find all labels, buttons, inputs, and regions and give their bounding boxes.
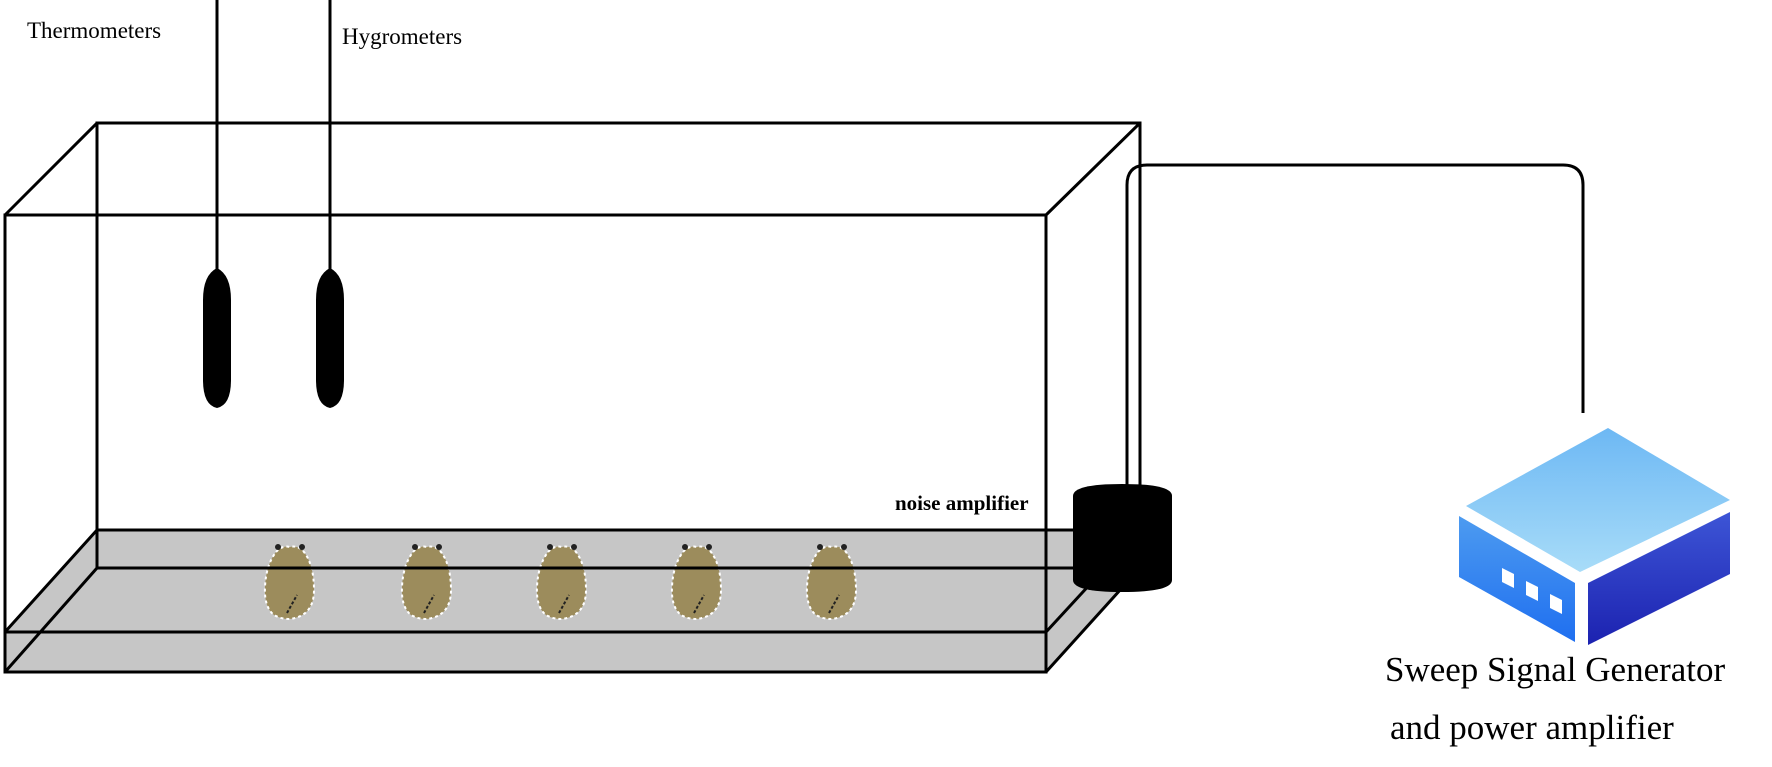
hygrometer xyxy=(316,0,344,408)
insect-icon xyxy=(670,544,723,620)
hygrometer-icon xyxy=(316,268,344,408)
insects xyxy=(263,544,858,620)
chamber-outline xyxy=(3,121,1142,674)
insect-icon xyxy=(805,544,858,620)
signal-generator-label-line1: Sweep Signal Generator xyxy=(1385,650,1726,689)
noise-amplifier-icon xyxy=(1073,484,1172,592)
noise-amplifier-label: noise amplifier xyxy=(895,491,1029,515)
insect-icon xyxy=(400,544,453,620)
signal-cable xyxy=(1125,163,1585,487)
signal-generator-label-line2: and power amplifier xyxy=(1390,708,1674,747)
thermometer xyxy=(203,0,231,408)
hygrometers-label: Hygrometers xyxy=(342,24,463,49)
thermometers-label: Thermometers xyxy=(27,18,162,43)
signal-generator-icon xyxy=(1459,428,1730,645)
insect-icon xyxy=(535,544,588,620)
insect-icon xyxy=(263,544,316,620)
thermometer-icon xyxy=(203,268,231,408)
